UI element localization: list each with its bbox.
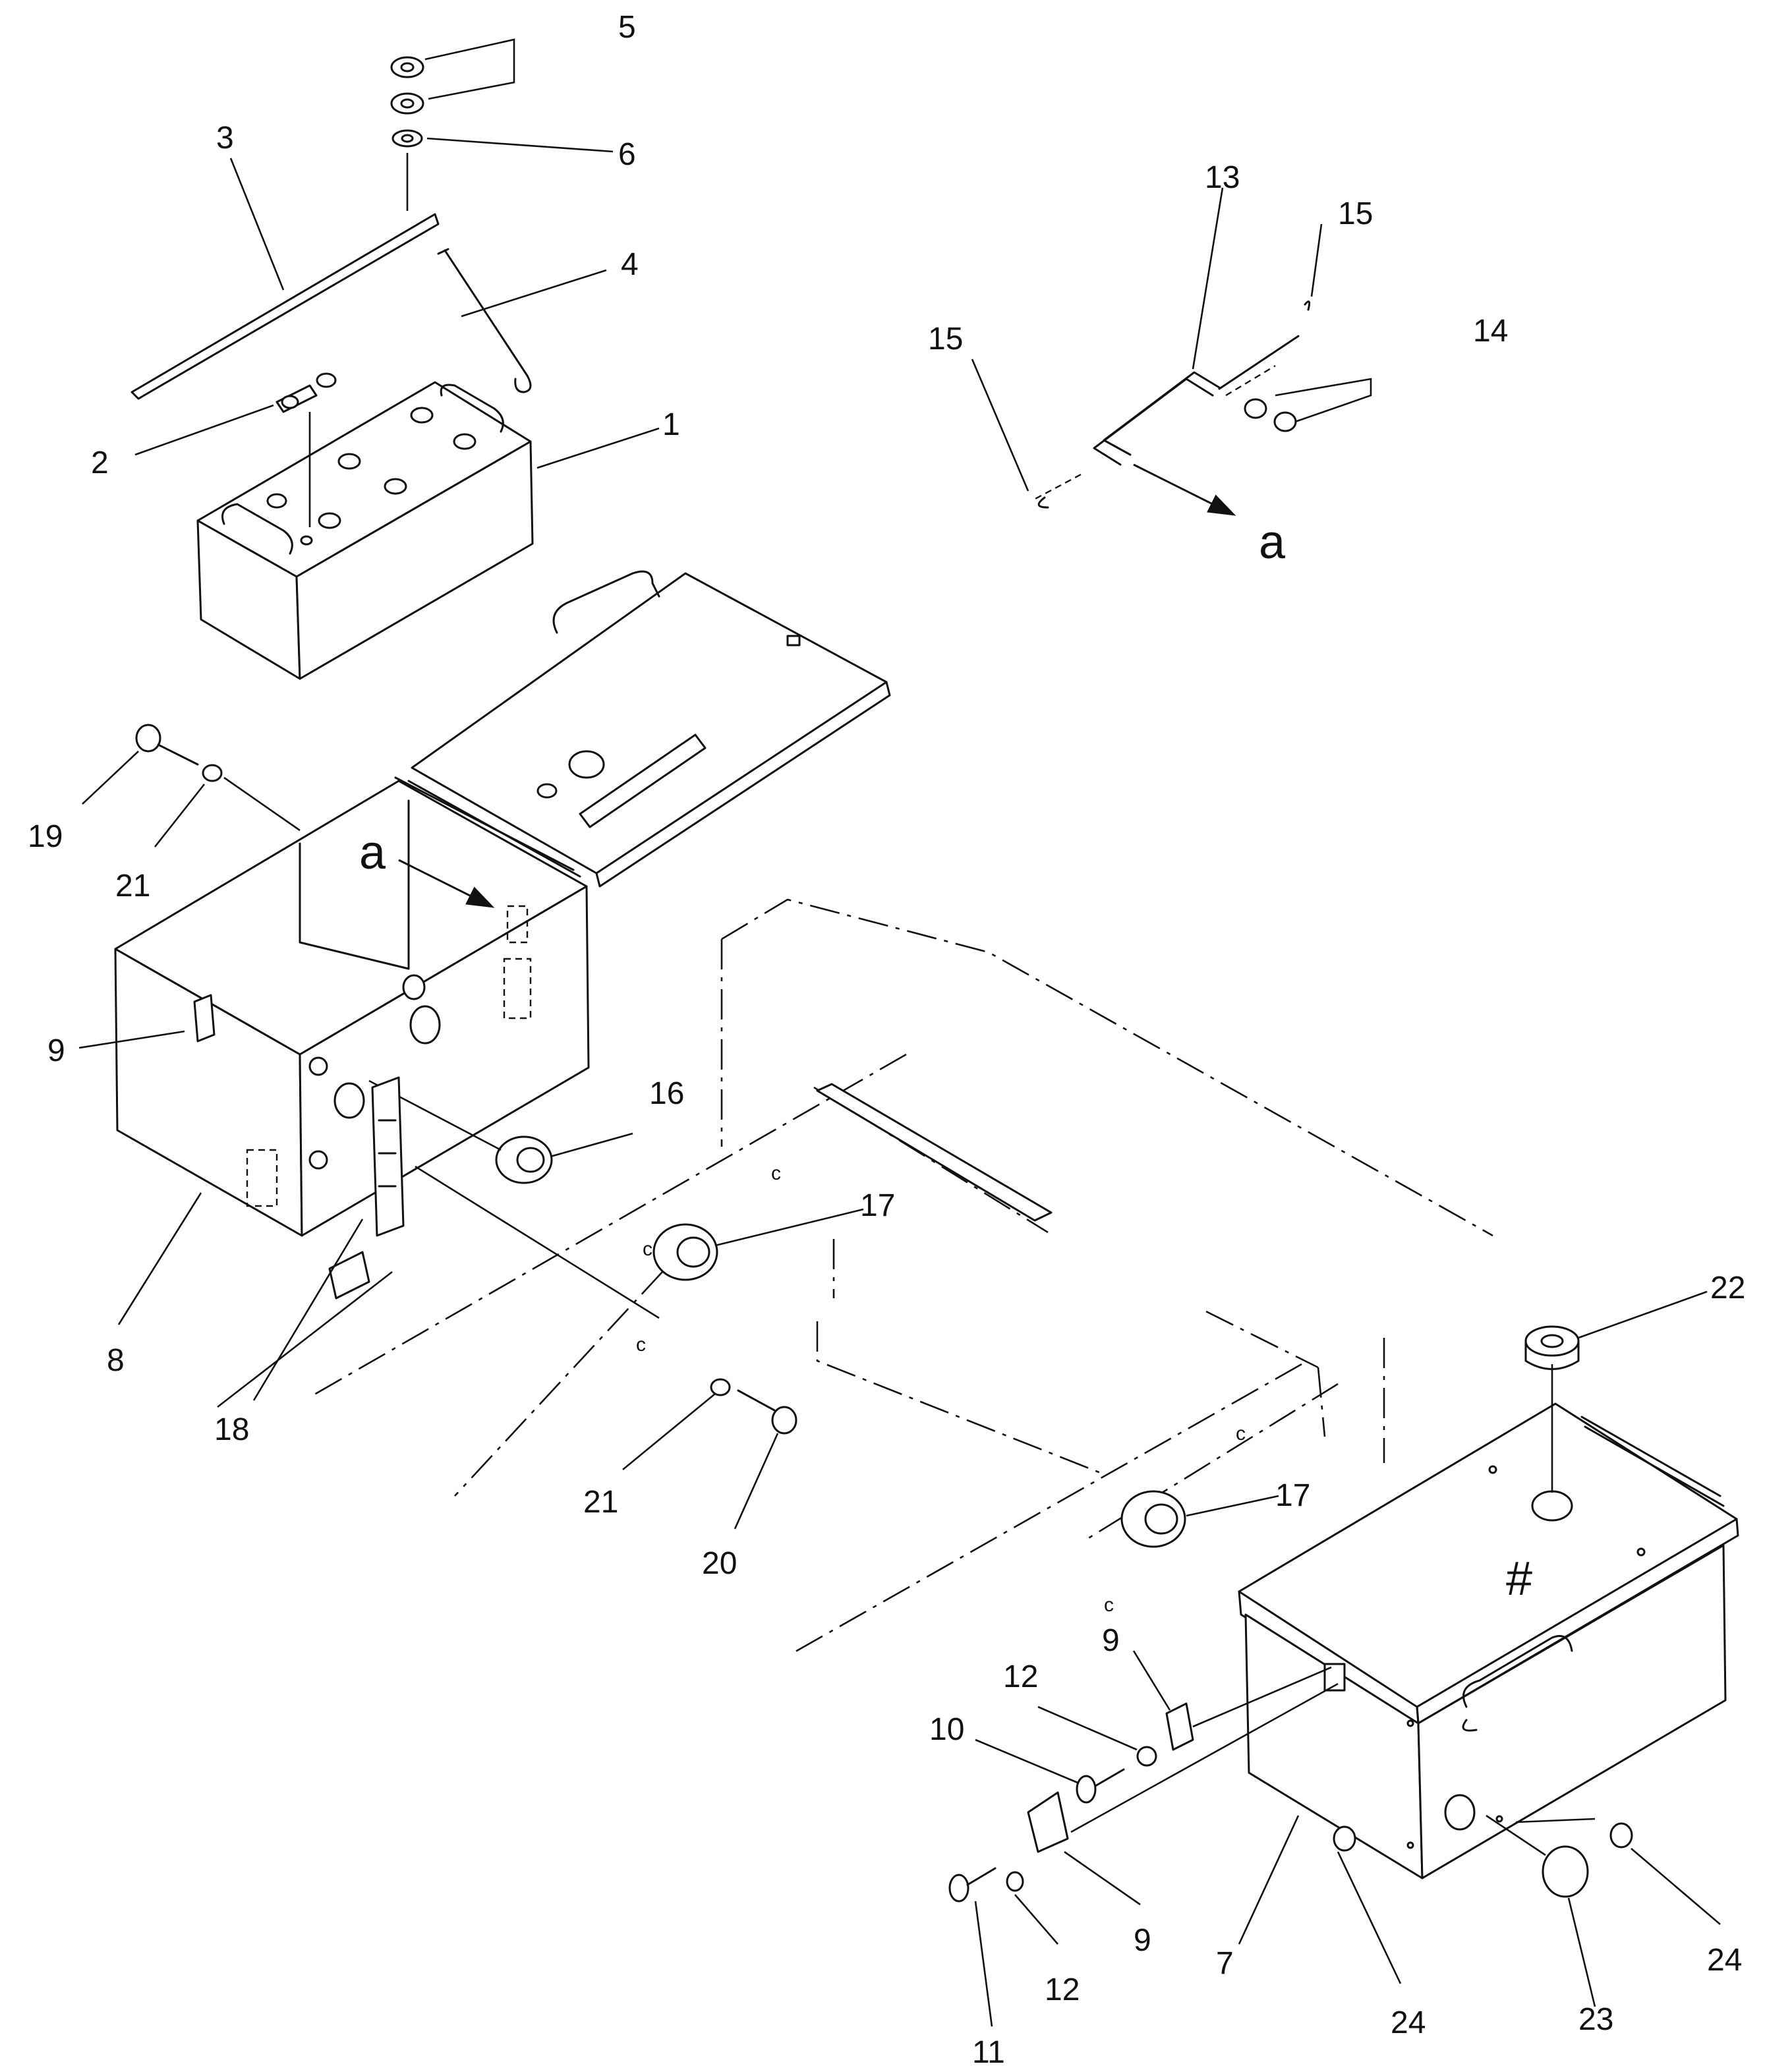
label-22: 22: [1710, 1271, 1745, 1306]
view-arrow-a-box: [398, 859, 495, 908]
small-mark-5: c: [643, 1238, 652, 1260]
label-12-upper: 12: [1003, 1659, 1038, 1694]
hold-down-bar: [130, 213, 440, 400]
label-24-left: 24: [1391, 2005, 1426, 2040]
label-17-lower: 17: [1275, 1478, 1310, 1513]
leader-lines: [78, 38, 1721, 2027]
label-15-top: 15: [1338, 196, 1373, 231]
label-12-lower: 12: [1045, 1972, 1080, 2007]
label-13: 13: [1205, 160, 1240, 195]
plug-23: [1486, 1814, 1589, 1898]
bolt-20: [710, 1378, 797, 1435]
label-16: 16: [649, 1076, 684, 1111]
label-9-lower-right: 9: [1134, 1923, 1151, 1958]
cap-24-right: [1515, 1818, 1633, 1849]
label-21-upper: 21: [115, 869, 150, 904]
label-17-upper: 17: [860, 1188, 895, 1223]
label-3: 3: [216, 121, 234, 156]
detail-view-a: [1031, 301, 1311, 516]
nuts-and-washer: [390, 56, 424, 211]
bracket-18: [328, 1076, 405, 1300]
battery: [196, 381, 534, 680]
view-label-a-detail: a: [1259, 516, 1286, 569]
label-8: 8: [107, 1343, 125, 1378]
label-4: 4: [621, 247, 639, 282]
label-9-left: 9: [47, 1033, 65, 1068]
bolt-11: [948, 1867, 1024, 1903]
label-5: 5: [618, 10, 636, 45]
label-18: 18: [214, 1412, 249, 1447]
battery-box-left: [114, 776, 590, 1237]
label-15-left: 15: [928, 322, 963, 357]
label-21-lower: 21: [583, 1485, 618, 1520]
bolt-19: [135, 724, 301, 832]
battery-box-right: [1238, 1402, 1739, 1879]
small-mark-3: c: [1236, 1423, 1246, 1445]
label-11: 11: [972, 2035, 1005, 2066]
label-10: 10: [929, 1712, 964, 1747]
label-14: 14: [1473, 314, 1508, 349]
label-24-right: 24: [1707, 1943, 1742, 1978]
small-mark-1: c: [771, 1162, 781, 1184]
rubber-cushion-22: [1524, 1325, 1580, 1493]
label-1: 1: [662, 407, 680, 442]
rubber-cushion-17b: [1120, 1490, 1186, 1548]
bolt-10: [1076, 1746, 1157, 1804]
label-20: 20: [702, 1546, 737, 1581]
cap-24-left: [1333, 1825, 1356, 1852]
part-labels: 5 6 3 4 2 1 13 15 15 14 a 19 21 a 9 16 1…: [28, 10, 1745, 2066]
label-6: 6: [618, 137, 636, 172]
small-mark-2: c: [636, 1334, 646, 1356]
label-2: 2: [91, 445, 109, 480]
label-7: 7: [1216, 1946, 1234, 1981]
label-23: 23: [1578, 2002, 1613, 2037]
label-19: 19: [28, 819, 63, 854]
battery-box-lid-open: [411, 570, 891, 888]
small-mark-4: c: [1104, 1594, 1114, 1616]
lid-mark: #: [1506, 1553, 1532, 1605]
clip-9-upper: [1165, 1666, 1332, 1751]
j-bolt: [437, 248, 532, 393]
frame-phantom: [309, 898, 1493, 1655]
view-label-a-box: a: [359, 826, 386, 879]
clip-9-lower: [1027, 1682, 1339, 1853]
label-9-upper-right: 9: [1102, 1623, 1120, 1658]
rubber-cushion-17a: [652, 1223, 718, 1281]
terminal-clamp: [275, 372, 337, 527]
